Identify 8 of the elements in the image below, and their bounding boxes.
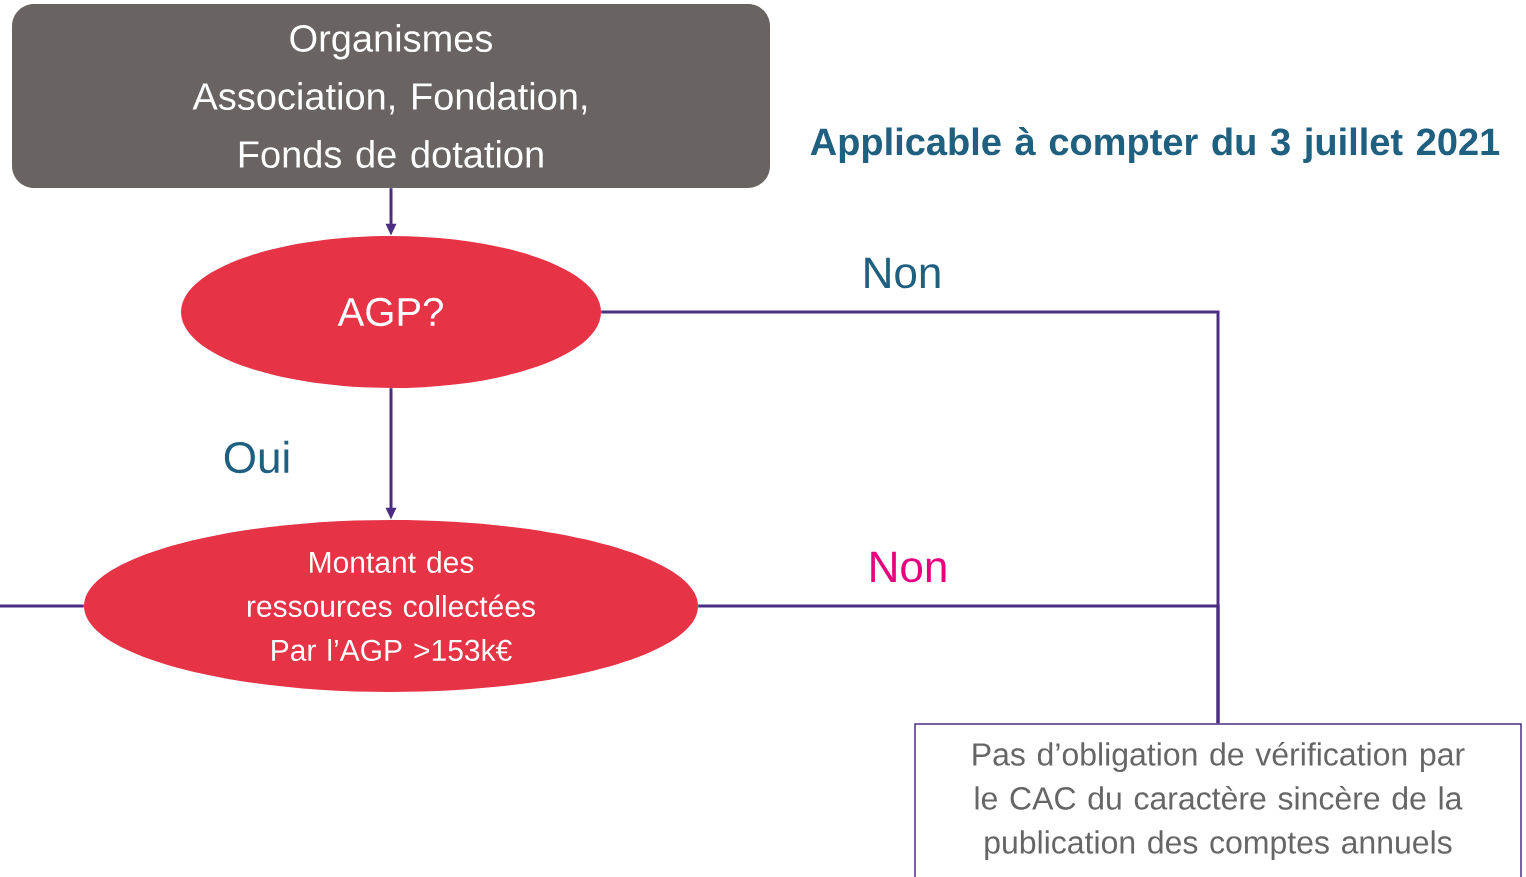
edge-label: Oui [220, 438, 294, 476]
title: Applicable à compter du 3 juillet 2021 [810, 127, 1500, 163]
edge-label: Non [859, 255, 945, 291]
result-box: Pas d’obligation de vérification par le CAC du caractère sincère de la publication des comptes annuels [914, 723, 1522, 877]
edge-label: Non [865, 549, 951, 585]
connector [698, 604, 1220, 724]
connector [0, 604, 84, 608]
process-box: Organismes Association, Fondation, Fonds de dotation [12, 4, 770, 188]
